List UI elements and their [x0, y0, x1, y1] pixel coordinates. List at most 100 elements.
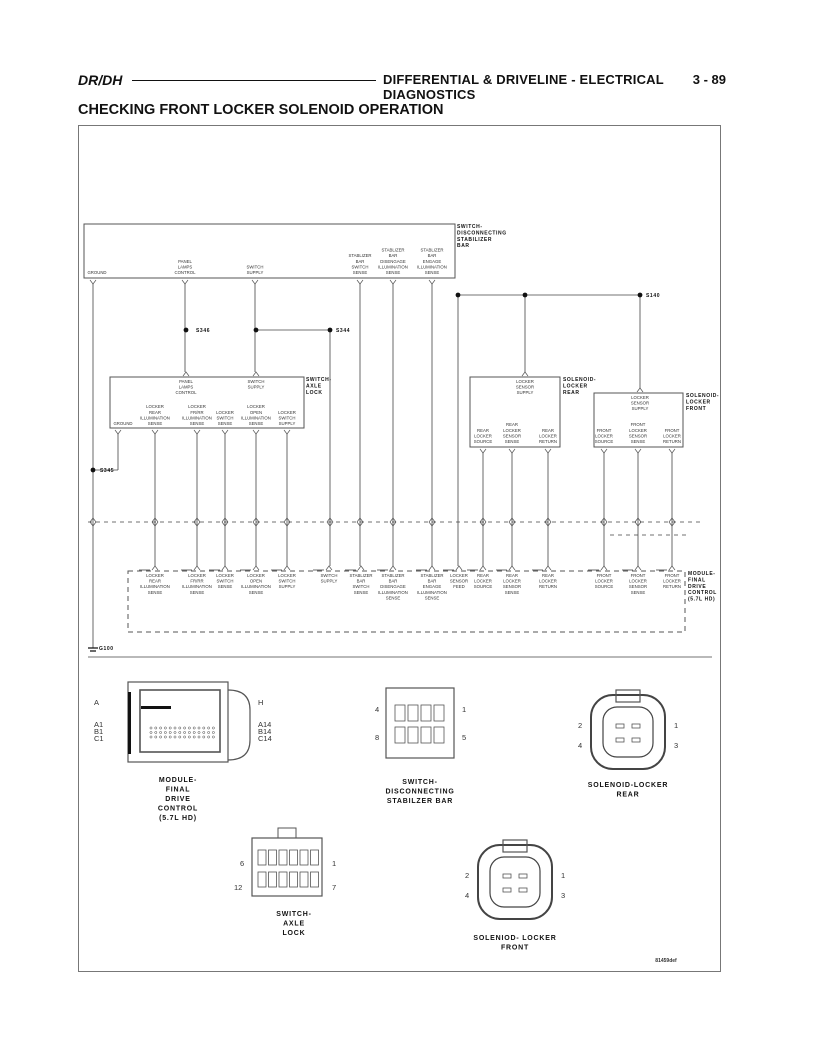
header-rule — [132, 80, 376, 81]
chapter-title: DIFFERENTIAL & DRIVELINE - ELECTRICAL DI… — [383, 72, 664, 102]
module-pin-left: A1 — [94, 720, 103, 729]
terminal-cavity — [310, 849, 319, 866]
splice-s140 — [637, 292, 643, 298]
terminal-cavity — [502, 887, 512, 893]
stab-pin: 1 — [462, 705, 466, 714]
pin-terminal-icon — [356, 521, 364, 527]
pin-terminal-icon — [634, 448, 642, 454]
splice-s346 — [183, 327, 189, 333]
terminal-cavity — [159, 731, 162, 734]
pin-terminal-icon — [479, 521, 487, 527]
pin-terminal-icon — [544, 448, 552, 454]
terminal-cavity — [289, 849, 298, 866]
terminal-cavity — [183, 731, 186, 734]
terminal-cavity — [192, 726, 196, 730]
side-lock — [128, 692, 131, 754]
terminal-cavity — [183, 726, 186, 730]
figure-id: 81459def — [655, 958, 677, 964]
pin-terminal-icon — [252, 521, 260, 527]
terminal-cavity — [202, 731, 206, 734]
terminal-cavity — [299, 871, 309, 888]
front-solenoid-connector-latch — [502, 839, 528, 853]
terminal-cavity — [154, 731, 158, 734]
pin-terminal-icon — [508, 565, 516, 571]
pin-terminal-icon — [114, 429, 122, 435]
pin-terminal-icon — [479, 565, 487, 571]
front-solenoid-connector-shell — [477, 844, 553, 920]
terminal-cavity — [164, 726, 167, 730]
splice-label: S345 — [100, 468, 114, 474]
pin-terminal-icon — [668, 448, 676, 454]
terminal-cavity — [268, 849, 277, 866]
terminal-cavity — [159, 726, 162, 730]
pin-terminal-icon — [252, 371, 260, 377]
stab-pin: 4 — [375, 705, 379, 714]
terminal-cavity — [433, 726, 445, 744]
stab-connector-body — [385, 687, 455, 759]
pin-terminal-icon — [193, 565, 201, 571]
rear-solenoid-connector-face — [602, 706, 654, 758]
terminal-cavity — [164, 731, 167, 734]
terminal-cavity — [502, 873, 512, 879]
module-pin-left: B1 — [94, 727, 103, 736]
terminal-cavity — [615, 723, 625, 729]
pin-terminal-icon — [544, 517, 552, 523]
pin-terminal-icon — [508, 448, 516, 454]
splice-s345 — [90, 467, 96, 473]
pin-terminal-icon — [428, 279, 436, 285]
pin-terminal-icon — [428, 521, 436, 527]
pin-terminal-icon — [181, 279, 189, 285]
terminal-cavity — [615, 737, 625, 743]
pin-terminal-icon — [221, 565, 229, 571]
pin-terminal-icon — [600, 521, 608, 527]
pin-terminal-icon — [252, 429, 260, 435]
pin-terminal-icon — [221, 521, 229, 527]
terminal-cavity — [164, 735, 167, 739]
pin-terminal-icon — [151, 517, 159, 523]
terminal-cavity — [257, 871, 267, 888]
rear-solenoid-connector-pin: 1 — [674, 721, 678, 730]
terminal-cavity — [154, 726, 158, 730]
pin-terminal-icon — [89, 517, 97, 523]
terminal-cavity — [310, 871, 319, 888]
pin-terminal-icon — [428, 565, 436, 571]
pin-terminal-icon — [389, 565, 397, 571]
terminal-cavity — [168, 731, 172, 734]
terminal-cavity — [420, 704, 432, 722]
pin-terminal-icon — [508, 517, 516, 523]
terminal-cavity — [278, 871, 288, 888]
module-final-drive-box — [127, 570, 686, 633]
pin-terminal-icon — [668, 521, 676, 527]
pin-terminal-icon — [600, 517, 608, 523]
axle-lock-pin-label: GROUND — [113, 421, 132, 426]
terminal-cavity — [394, 704, 406, 722]
pin-terminal-icon — [251, 279, 259, 285]
pin-terminal-icon — [283, 521, 291, 527]
splice-s344 — [327, 327, 333, 333]
terminal-cavity — [178, 726, 182, 730]
pin-terminal-icon — [668, 517, 676, 523]
terminal-cavity — [149, 731, 153, 734]
terminal-cavity — [188, 726, 191, 730]
pin-terminal-icon — [356, 279, 364, 285]
pin-terminal-icon — [356, 517, 364, 523]
module-connector-latch — [227, 689, 251, 761]
splice-label: S346 — [196, 328, 210, 334]
axle-pin: 1 — [332, 859, 336, 868]
axle-lock-switch-box — [109, 376, 305, 429]
terminal-cavity — [212, 726, 215, 730]
